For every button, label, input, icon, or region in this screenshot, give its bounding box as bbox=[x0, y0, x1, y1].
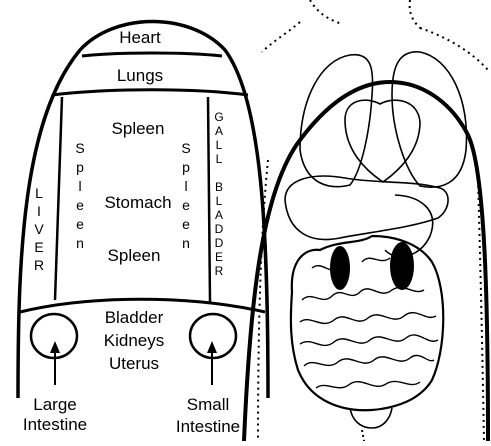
right-column-line bbox=[208, 97, 210, 302]
label-small-intestine: Intestine bbox=[176, 417, 240, 436]
zone-map: Heart Lungs Spleen Stomach Spleen LIVER … bbox=[18, 22, 268, 437]
label-kidneys: Kidneys bbox=[104, 331, 164, 350]
label-heart: Heart bbox=[119, 28, 161, 47]
label-spleen-lower: Spleen bbox=[108, 246, 161, 265]
label-lungs: Lungs bbox=[117, 66, 163, 85]
torso-shoulder-left bbox=[262, 22, 300, 52]
label-large-intestine: Intestine bbox=[23, 415, 87, 434]
label-bladder: Bladder bbox=[105, 308, 164, 327]
label-large: Large bbox=[33, 395, 76, 414]
large-intestine-arrowhead bbox=[50, 341, 60, 353]
right-kidney bbox=[390, 242, 414, 290]
label-uterus: Uterus bbox=[109, 354, 159, 373]
label-small: Small bbox=[187, 395, 230, 414]
torso-shoulder-right bbox=[420, 28, 488, 70]
label-gall-bladder: GALL BLADDER bbox=[212, 110, 226, 278]
small-intestine-arrowhead bbox=[207, 341, 217, 353]
liver-shape bbox=[285, 176, 448, 239]
center-dotted-line bbox=[362, 430, 364, 441]
torso-neck-left bbox=[310, 0, 342, 24]
heart-lungs-divider bbox=[82, 53, 222, 56]
label-spleen-right-vertical: Spleen bbox=[178, 140, 194, 254]
label-spleen-upper: Spleen bbox=[112, 119, 165, 138]
torso-illustration bbox=[244, 0, 488, 441]
torso-neck-right bbox=[410, 0, 420, 28]
left-lung bbox=[300, 55, 373, 187]
label-liver: LIVER bbox=[31, 185, 47, 275]
right-lung bbox=[392, 52, 467, 187]
label-stomach: Stomach bbox=[104, 193, 171, 212]
rib-cage-arc bbox=[244, 82, 488, 441]
lungs-body-divider bbox=[52, 90, 248, 95]
left-column-line bbox=[55, 97, 62, 300]
intestine-coils bbox=[300, 258, 438, 388]
label-spleen-left-vertical: Spleen bbox=[72, 140, 88, 254]
